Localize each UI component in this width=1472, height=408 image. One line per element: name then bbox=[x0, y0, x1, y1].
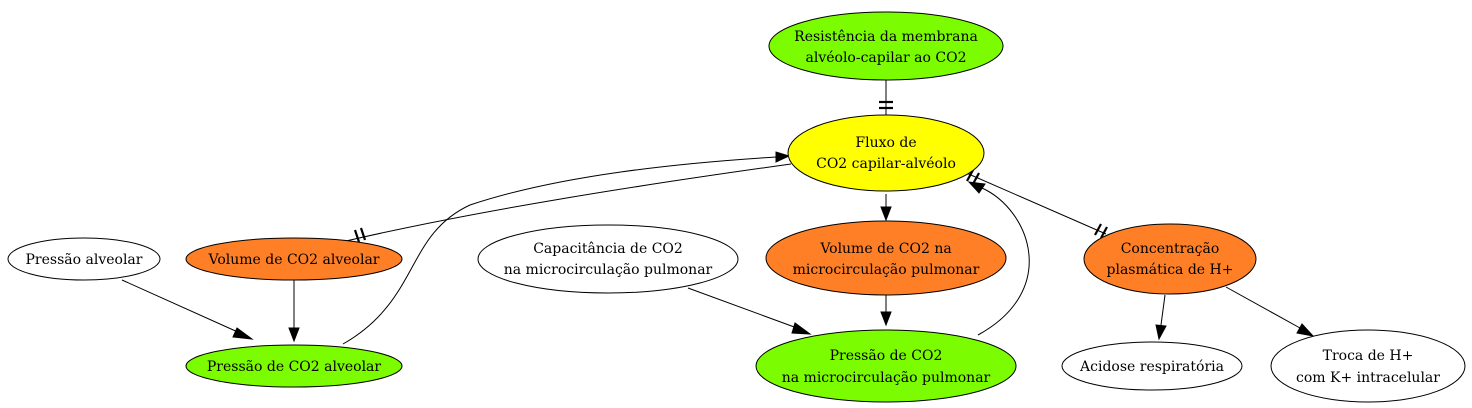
arrowhead bbox=[288, 327, 300, 343]
edge-volume-alveolar-pressao-co2 bbox=[288, 280, 300, 343]
edge-fluxo-concentracao bbox=[963, 169, 1108, 239]
double-tick-marker bbox=[353, 229, 361, 243]
edge-concentracao-troca bbox=[1225, 286, 1315, 337]
edge-fluxo-volume-micro bbox=[880, 194, 892, 222]
node-volume-micro[interactable]: Volume de CO2 na microcirculação pulmona… bbox=[765, 220, 1007, 296]
node-label: Fluxo de bbox=[855, 135, 916, 151]
node-acidose[interactable]: Acidose respiratória bbox=[1061, 341, 1243, 391]
arrowhead bbox=[880, 206, 892, 222]
node-label: Pressão alveolar bbox=[26, 252, 143, 268]
arrowhead bbox=[1155, 324, 1167, 341]
edge-fluxo-volume-alveolar bbox=[345, 163, 792, 243]
edge-concentracao-acidose bbox=[1155, 294, 1167, 341]
node-label: Pressão de CO2 alveolar bbox=[207, 359, 382, 375]
node-label: plasmática de H+ bbox=[1107, 262, 1234, 278]
node-label: Volume de CO2 alveolar bbox=[208, 252, 380, 268]
node-concentracao[interactable]: Concentração plasmática de H+ bbox=[1083, 223, 1257, 295]
node-label: CO2 capilar-alvéolo bbox=[816, 156, 956, 172]
node-volume-alveolar[interactable]: Volume de CO2 alveolar bbox=[185, 237, 403, 281]
arrowhead bbox=[775, 151, 791, 163]
edge-pressao-alveolar-pressao-co2 bbox=[121, 279, 254, 340]
arrowhead bbox=[232, 327, 254, 340]
node-label: Resistência da membrana bbox=[794, 29, 978, 45]
edges bbox=[121, 80, 1315, 345]
nodes: Resistência da membrana alvéolo-capilar … bbox=[7, 11, 1466, 403]
node-resistencia[interactable]: Resistência da membrana alvéolo-capilar … bbox=[768, 11, 1004, 81]
node-label: com K+ intracelular bbox=[1296, 370, 1440, 386]
node-label: Volume de CO2 na bbox=[819, 241, 951, 257]
arrowhead bbox=[967, 181, 986, 194]
edge-resistencia-fluxo bbox=[879, 80, 893, 116]
node-label: Troca de H+ bbox=[1323, 348, 1414, 364]
arrowhead bbox=[791, 322, 812, 335]
node-label: Capacitância de CO2 bbox=[533, 241, 683, 257]
node-pressao-co2-alveolar[interactable]: Pressão de CO2 alveolar bbox=[185, 344, 403, 388]
node-label: Concentração bbox=[1121, 241, 1220, 257]
node-capacitancia[interactable]: Capacitância de CO2 na microcirculação p… bbox=[477, 224, 739, 294]
node-label: Pressão de CO2 bbox=[830, 348, 943, 364]
node-troca[interactable]: Troca de H+ com K+ intracelular bbox=[1270, 329, 1466, 403]
arrowhead bbox=[880, 311, 892, 327]
node-fluxo[interactable]: Fluxo de CO2 capilar-alvéolo bbox=[787, 114, 985, 192]
node-label: microcirculação pulmonar bbox=[793, 262, 980, 278]
node-pressao-micro[interactable]: Pressão de CO2 na microcirculação pulmon… bbox=[755, 329, 1017, 403]
node-label: Acidose respiratória bbox=[1079, 359, 1224, 375]
edge-pressao-micro-fluxo bbox=[967, 181, 1030, 336]
node-label: alvéolo-capilar ao CO2 bbox=[806, 50, 967, 66]
edge-volume-micro-pressao-micro bbox=[880, 295, 892, 327]
node-label: na microcirculação pulmonar bbox=[504, 262, 713, 278]
edge-pressao-co2-alveolar-fluxo bbox=[342, 151, 791, 345]
arrowhead bbox=[1296, 323, 1315, 337]
edge-capacitancia-pressao-micro bbox=[687, 287, 812, 335]
node-pressao-alveolar[interactable]: Pressão alveolar bbox=[7, 237, 161, 281]
node-label: na microcirculação pulmonar bbox=[782, 370, 991, 386]
